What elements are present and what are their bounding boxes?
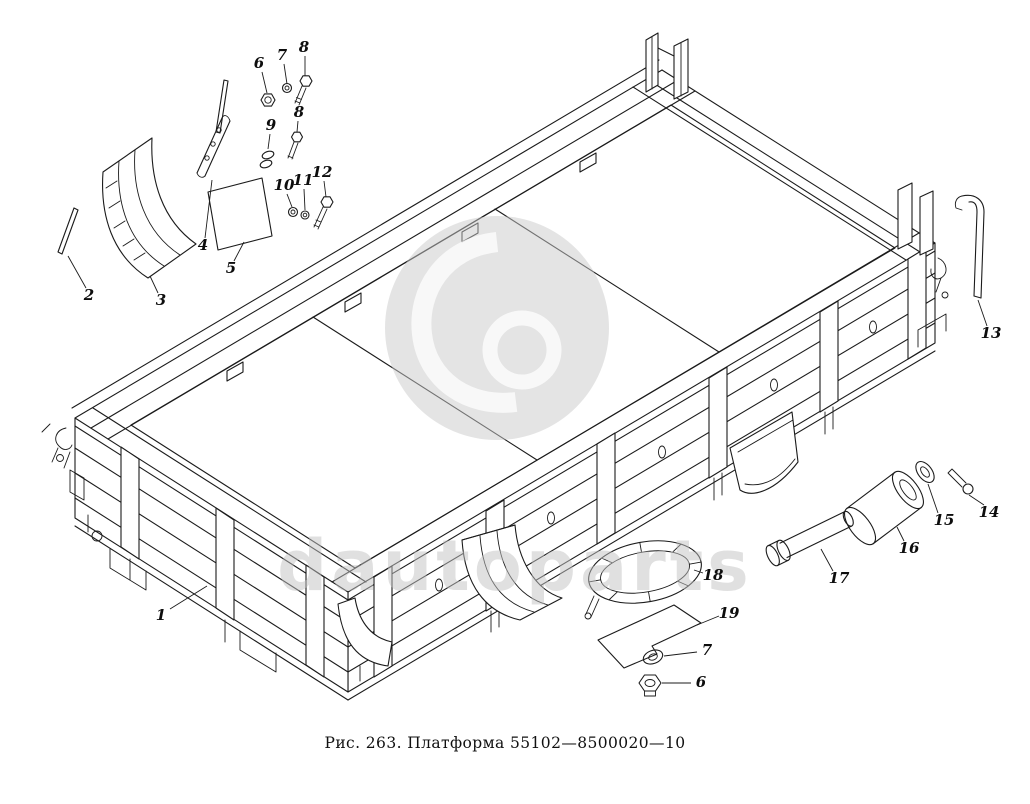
- svg-text:9: 9: [266, 116, 277, 134]
- callout-16: 16: [896, 526, 920, 557]
- svg-text:18: 18: [703, 566, 724, 584]
- callouts: 6 7 8 9 8 10 11 12: [67, 38, 1002, 691]
- callout-18: 18: [693, 566, 724, 584]
- callout-13: 13: [977, 299, 1002, 342]
- callout-8-mid: 8: [294, 103, 305, 133]
- callout-1: 1: [156, 585, 208, 624]
- watermark-logo-ring: [482, 310, 562, 390]
- svg-text:11: 11: [293, 171, 314, 189]
- cover-part-18: [584, 540, 702, 620]
- svg-text:8: 8: [294, 103, 305, 121]
- callout-6-top: 6: [254, 54, 268, 94]
- washer-part-10: [287, 206, 299, 218]
- callout-14: 14: [968, 494, 1000, 521]
- plate-part-19: [597, 604, 702, 669]
- callout-19: 19: [696, 604, 740, 626]
- svg-text:13: 13: [981, 324, 1002, 342]
- callout-4: 4: [198, 179, 213, 254]
- washers-part-9: [259, 150, 275, 169]
- watermark-text: dautoparts: [277, 525, 753, 607]
- mudguard-part-3: [102, 137, 197, 279]
- callout-15: 15: [927, 483, 955, 529]
- callout-6-bottom: 6: [662, 673, 707, 691]
- pin-part-14: [947, 468, 974, 495]
- callout-12: 12: [312, 163, 333, 198]
- svg-text:2: 2: [83, 286, 94, 304]
- nut-part-6-top: [260, 93, 276, 107]
- handle-part-13: [954, 194, 985, 299]
- svg-text:8: 8: [299, 38, 310, 56]
- washer-part-15: [915, 460, 935, 484]
- callout-8-top: 8: [299, 38, 310, 76]
- callout-5: 5: [226, 241, 245, 277]
- bracket-part-4: [196, 115, 231, 178]
- svg-text:7: 7: [277, 46, 288, 64]
- callout-7-top: 7: [277, 46, 288, 85]
- callout-10: 10: [274, 176, 295, 208]
- watermark-logo-glyph: [411, 232, 518, 413]
- svg-text:16: 16: [899, 539, 920, 557]
- callout-7-bottom: 7: [663, 641, 713, 659]
- washer-part-7-top: [281, 82, 293, 94]
- callout-11: 11: [293, 171, 314, 211]
- svg-text:10: 10: [274, 176, 295, 194]
- bolt-part-8-mid: [287, 131, 304, 160]
- bolt-part-8-top: [294, 75, 313, 106]
- pin-part-17: [765, 510, 854, 567]
- svg-text:5: 5: [226, 259, 236, 277]
- svg-text:12: 12: [312, 163, 333, 181]
- nut-part-6-bottom: [638, 674, 662, 697]
- svg-text:4: 4: [198, 236, 208, 254]
- svg-text:7: 7: [702, 641, 713, 659]
- watermark: dautoparts: [277, 216, 753, 607]
- callout-3: 3: [149, 275, 166, 309]
- svg-text:14: 14: [979, 503, 1000, 521]
- svg-text:3: 3: [156, 291, 166, 309]
- svg-text:1: 1: [156, 606, 166, 624]
- plate-part-5: [207, 177, 273, 251]
- svg-text:6: 6: [254, 54, 265, 72]
- callout-9: 9: [266, 116, 277, 150]
- svg-text:15: 15: [934, 511, 955, 529]
- svg-text:6: 6: [696, 673, 707, 691]
- callout-17: 17: [820, 548, 850, 587]
- svg-text:17: 17: [829, 569, 850, 587]
- figure-caption: Рис. 263. Платформа 55102—8500020—10: [325, 734, 686, 752]
- svg-text:19: 19: [719, 604, 740, 622]
- washer-part-7-bottom: [642, 649, 664, 665]
- callout-2: 2: [67, 255, 94, 304]
- roller-part-16: [844, 470, 924, 546]
- rod-upper: [215, 79, 229, 134]
- bolt-part-12: [313, 196, 334, 230]
- washer-part-11: [300, 210, 310, 220]
- rod-part-2: [57, 207, 79, 255]
